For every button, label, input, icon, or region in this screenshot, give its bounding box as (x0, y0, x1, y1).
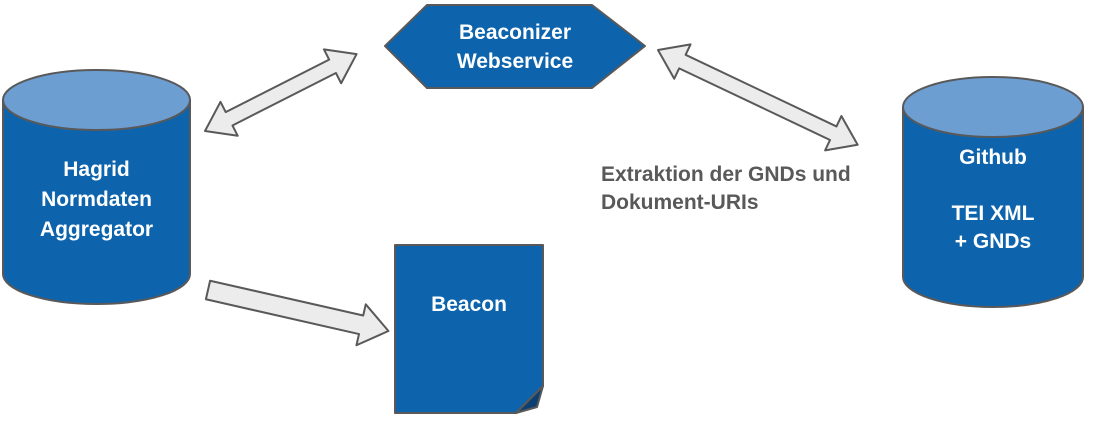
arrow-beaconizer-github (657, 43, 859, 152)
beaconizer-hexagon (384, 4, 646, 89)
github-cylinder-top (902, 76, 1084, 138)
github-cylinder (902, 76, 1084, 308)
hagrid-cylinder-top (2, 69, 191, 131)
arrow-hagrid-beaconizer (204, 48, 358, 137)
hagrid-cylinder (2, 69, 191, 305)
beacon-document-fold (515, 385, 544, 414)
beacon-document (394, 244, 544, 414)
arrow-hagrid-beacon (204, 279, 390, 347)
